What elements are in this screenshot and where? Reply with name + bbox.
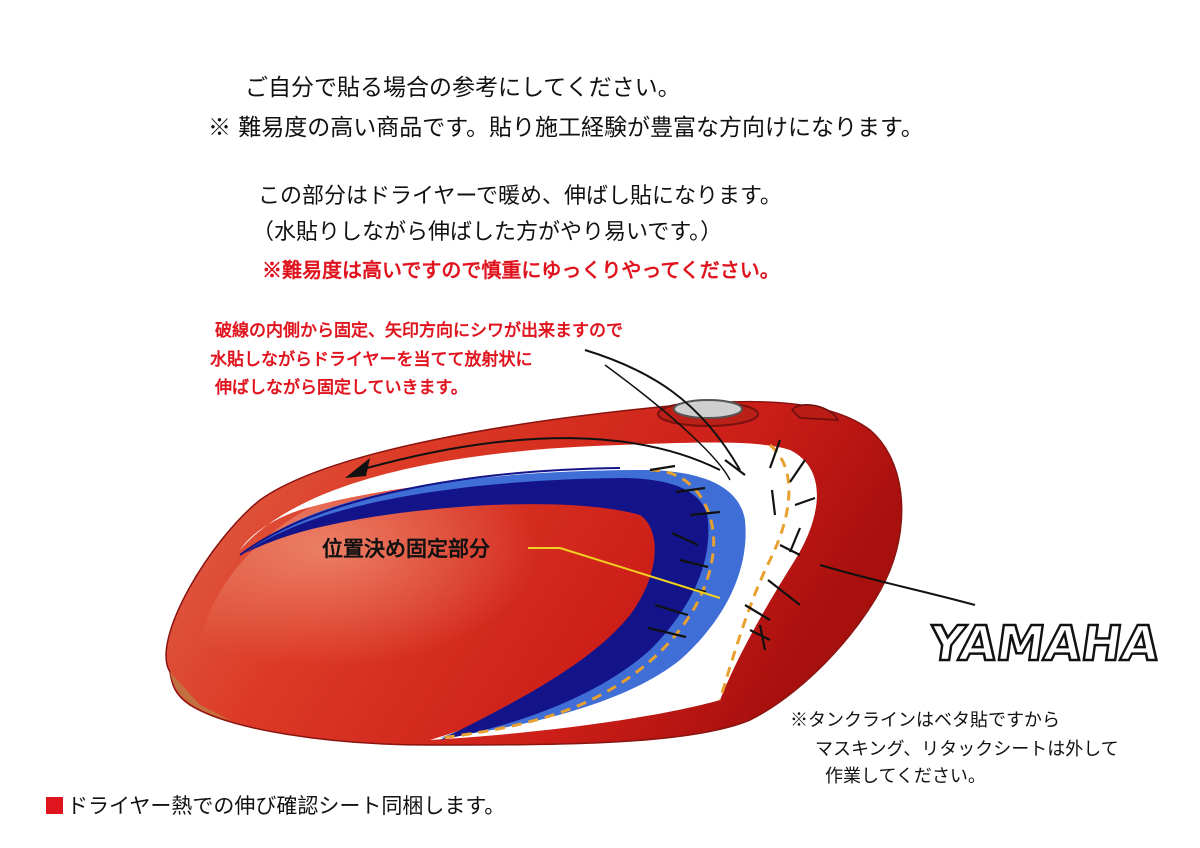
red-square-bullet: [46, 797, 63, 814]
fix-leader-b: [559, 547, 721, 599]
callout-line-1: 破線の内側から固定、矢印方向にシワが出来ますので: [215, 321, 623, 341]
intro-line-2: ※ 難易度の高い商品です。貼り施工経験が豊富な方向けになります。: [208, 115, 924, 141]
warning-text: ※難易度は高いですので慎重にゆっくりやってください。: [262, 258, 780, 282]
dashed-fix-line: [439, 468, 716, 740]
tank-bottom-lip: [170, 672, 230, 720]
callout-line-3: 伸ばしながら固定していきます。: [215, 378, 468, 398]
stripe-navy: [245, 478, 709, 740]
yamaha-logo: YAMAHA: [925, 616, 1164, 672]
filler-cap: [673, 399, 743, 419]
callout-leader-2: [604, 364, 731, 481]
note-line-1: ※タンクラインはベタ貼ですから: [790, 710, 1060, 731]
intro-line-1: ご自分で貼る場合の参考にしてください。: [245, 75, 681, 101]
dashed-fix-line-outer: [718, 443, 791, 701]
tank-mount-tab: [790, 404, 840, 421]
footer-text: ドライヤー熱での伸び確認シート同梱します。: [67, 794, 506, 818]
note-line-3: 作業してください。: [825, 766, 986, 787]
callout-leader: [584, 349, 741, 471]
logo-leader: [819, 564, 976, 606]
pinstripe: [239, 467, 621, 556]
instruction-line-1: この部分はドライヤーで暖め、伸ばし貼になります。: [258, 184, 782, 209]
sweep-arrow-head: [345, 458, 370, 478]
footer-note: ドライヤー熱での伸び確認シート同梱します。: [46, 790, 505, 820]
instruction-line-2: （水貼りしながら伸ばした方がやり易いです。）: [252, 220, 723, 245]
white-stripe: [240, 442, 817, 740]
fix-position-label: 位置決め固定部分: [322, 536, 490, 561]
sweep-arrow: [359, 437, 721, 471]
callout-line-2: 水貼しながらドライヤーを当てて放射状に: [210, 350, 533, 370]
note-line-2: マスキング、リタックシートは外して: [815, 739, 1119, 760]
